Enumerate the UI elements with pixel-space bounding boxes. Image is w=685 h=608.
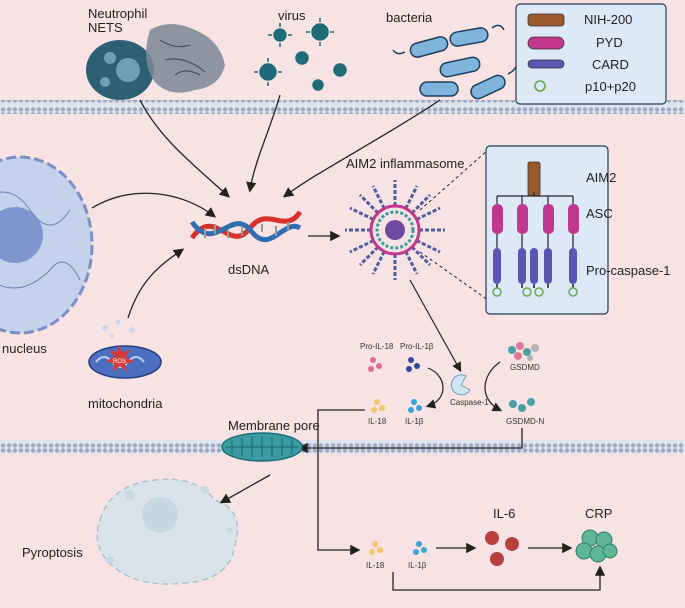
mature-cytokine-icons [371, 399, 422, 413]
nucleus-icon [0, 155, 94, 335]
caspase1-icon [450, 374, 471, 396]
il1b-top-label: IL-1β [405, 417, 424, 426]
bacteria-icon [392, 24, 519, 100]
virus-icon [254, 18, 347, 91]
gsdmd-icon [508, 342, 539, 361]
aim2-inflammasome-label: AIM2 inflammasome [346, 156, 464, 171]
membrane-pore-icon [221, 432, 303, 462]
pyroptosis-cell-icon [96, 478, 239, 585]
cell-membrane-top [0, 100, 685, 114]
ros-label: ROS [113, 359, 126, 365]
legend-swatch-nih200 [527, 13, 565, 27]
legend-swatch-card [527, 59, 565, 69]
inflammasome-detail-panel: AIM2 ASC Pro-caspase-1 [485, 145, 671, 315]
gsdmd-n-label: GSDMD-N [506, 417, 544, 426]
il6-label: IL-6 [493, 506, 515, 521]
legend-label-pyd: PYD [596, 35, 623, 50]
dsdna-icon [189, 210, 303, 242]
membrane-pore-label: Membrane pore [228, 418, 320, 433]
nucleus-label: nucleus [2, 341, 47, 356]
detail-asc-label: ASC [586, 206, 613, 221]
legend-label-card: CARD [592, 57, 629, 72]
detail-procaspase-label: Pro-caspase-1 [586, 263, 671, 278]
bacteria-label: bacteria [386, 10, 433, 25]
il6-icon [485, 531, 519, 566]
detail-aim2-label: AIM2 [586, 170, 616, 185]
legend-label-p10p20: p10+p20 [585, 79, 636, 94]
gsdmd-n-icon [509, 398, 535, 412]
legend-swatch-p10p20 [534, 80, 546, 92]
released-cytokine-icons [369, 541, 427, 555]
neutrophil-icon [86, 24, 225, 100]
cell-membrane-bottom [0, 440, 685, 454]
il18-bottom-label: IL-18 [366, 561, 385, 570]
dsdna-label: dsDNA [228, 262, 270, 277]
mitochondria-label: mitochondria [88, 396, 163, 411]
legend-swatch-pyd [527, 36, 565, 50]
gsdmd-label: GSDMD [510, 363, 540, 372]
virus-label: virus [278, 8, 306, 23]
legend-label-nih200: NIH-200 [584, 12, 632, 27]
input-arrows [91, 94, 441, 319]
neutrophil-label: Neutrophil NETS [88, 6, 151, 35]
caspase1-label: Caspase-1 [450, 398, 489, 407]
crp-label: CRP [585, 506, 612, 521]
legend: NIH-200 PYD CARD p10+p20 [515, 3, 667, 105]
inflammasome-icon [345, 180, 445, 280]
mitochondria-icon [88, 319, 162, 379]
pro-il1b-label: Pro-IL-1β [400, 342, 434, 351]
pyroptosis-label: Pyroptosis [22, 545, 83, 560]
crp-icon [575, 529, 618, 563]
il18-top-label: IL-18 [368, 417, 387, 426]
pro-il18-label: Pro-IL-18 [360, 342, 394, 351]
il1b-bottom-label: IL-1β [408, 561, 427, 570]
pro-cytokine-icons [368, 357, 420, 372]
